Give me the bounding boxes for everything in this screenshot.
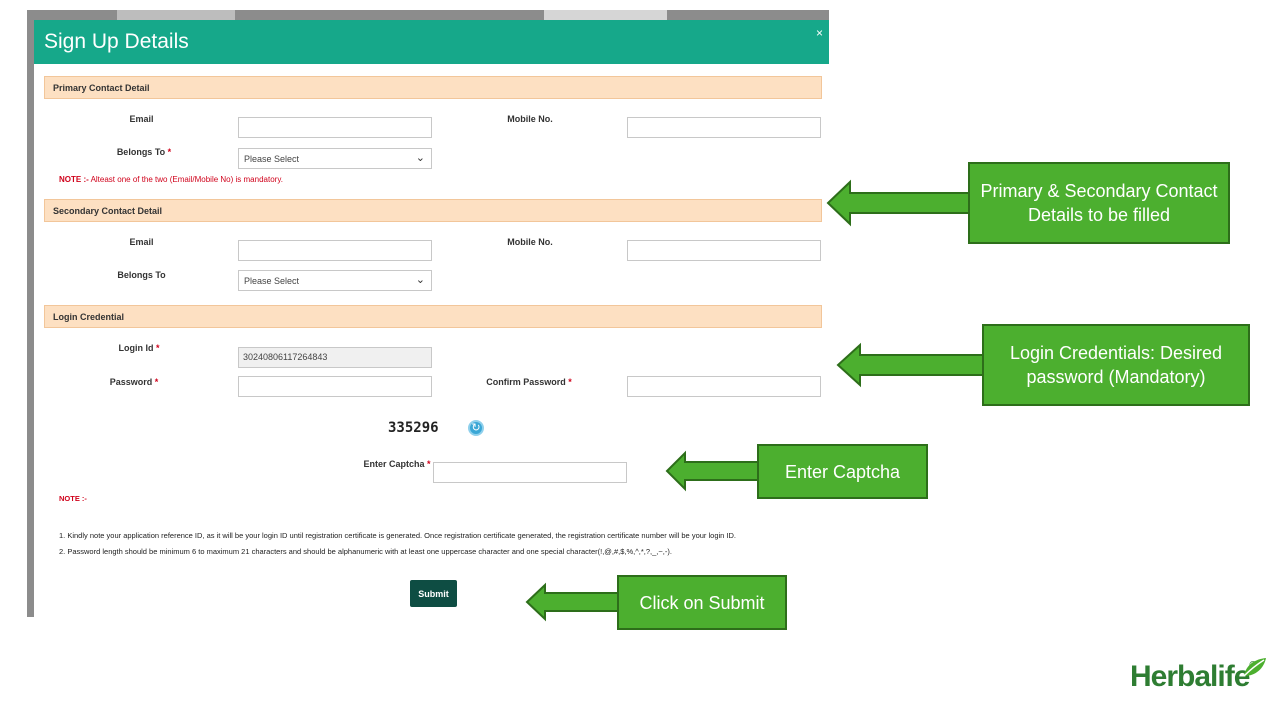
login-callout: Login Credentials: Desired password (Man… [982,324,1250,406]
refresh-captcha-icon[interactable]: ↻ [468,420,484,436]
secondary-mobile-label: Mobile No. [507,237,553,247]
login-id-input[interactable]: 30240806117264843 [238,347,432,368]
primary-mobile-input[interactable] [627,117,821,138]
sign-up-modal: Sign Up Details × Primary Contact Detail… [34,20,829,617]
submit-arrow [525,582,621,622]
brand-name: Herbalife [1130,660,1250,693]
secondary-email-label: Email [129,237,154,247]
confirm-password-input[interactable] [627,376,821,397]
note-line-2: 2. Password length should be minimum 6 t… [59,547,672,556]
note-line-1: 1. Kindly note your application referenc… [59,531,737,540]
secondary-belongs-select[interactable]: Please Select ⌄ [238,270,432,291]
close-button[interactable]: × [815,26,823,40]
confirm-password-label: Confirm Password * [484,377,574,387]
secondary-belongs-label: Belongs To [117,270,166,280]
note-text: Alteast one of the two (Email/Mobile No)… [88,175,283,184]
modal-header: Sign Up Details × [34,20,829,64]
leaf-icon [1243,658,1266,677]
primary-belongs-label: Belongs To * [104,147,184,157]
primary-mobile-label: Mobile No. [507,114,553,124]
primary-email-input[interactable] [238,117,432,138]
note-prefix: NOTE :- [59,175,89,184]
required-mark: * [167,147,172,157]
secondary-email-input[interactable] [238,240,432,261]
password-input[interactable] [238,376,432,397]
chevron-down-icon: ⌄ [415,274,425,286]
password-text: Password [109,377,153,387]
secondary-belongs-value: Please Select [244,276,300,286]
contact-callout: Primary & Secondary Contact Details to b… [968,162,1230,244]
login-arrow [836,342,985,388]
captcha-input[interactable] [433,462,627,483]
primary-belongs-value: Please Select [244,154,300,164]
captcha-label: Enter Captcha * [362,459,432,469]
captcha-label-text: Enter Captcha [363,459,425,469]
password-label: Password * [104,377,164,387]
notes-heading: NOTE :- [59,494,87,503]
primary-belongs-select[interactable]: Please Select ⌄ [238,148,432,169]
confirm-password-text: Confirm Password [486,377,566,387]
secondary-mobile-input[interactable] [627,240,821,261]
captcha-arrow [665,450,761,492]
herbalife-logo: Herbalife® [1130,660,1257,694]
required-mark: * [156,343,160,353]
mandatory-note: NOTE :- Alteast one of the two (Email/Mo… [59,175,283,184]
captcha-code: 335296 [388,420,439,436]
submit-callout: Click on Submit [617,575,787,630]
primary-email-label: Email [129,114,154,124]
required-mark: * [427,459,431,469]
modal-title: Sign Up Details [44,30,189,53]
required-mark: * [568,377,572,387]
primary-belongs-text: Belongs To [116,147,166,157]
primary-contact-header: Primary Contact Detail [44,76,822,99]
login-credential-header: Login Credential [44,305,822,328]
required-mark: * [154,377,159,387]
submit-button[interactable]: Submit [410,580,457,607]
login-id-label: Login Id * [109,343,169,353]
captcha-callout: Enter Captcha [757,444,928,499]
secondary-contact-header: Secondary Contact Detail [44,199,822,222]
contact-arrow [826,179,971,227]
login-id-text: Login Id [118,343,154,353]
chevron-down-icon: ⌄ [415,152,425,164]
